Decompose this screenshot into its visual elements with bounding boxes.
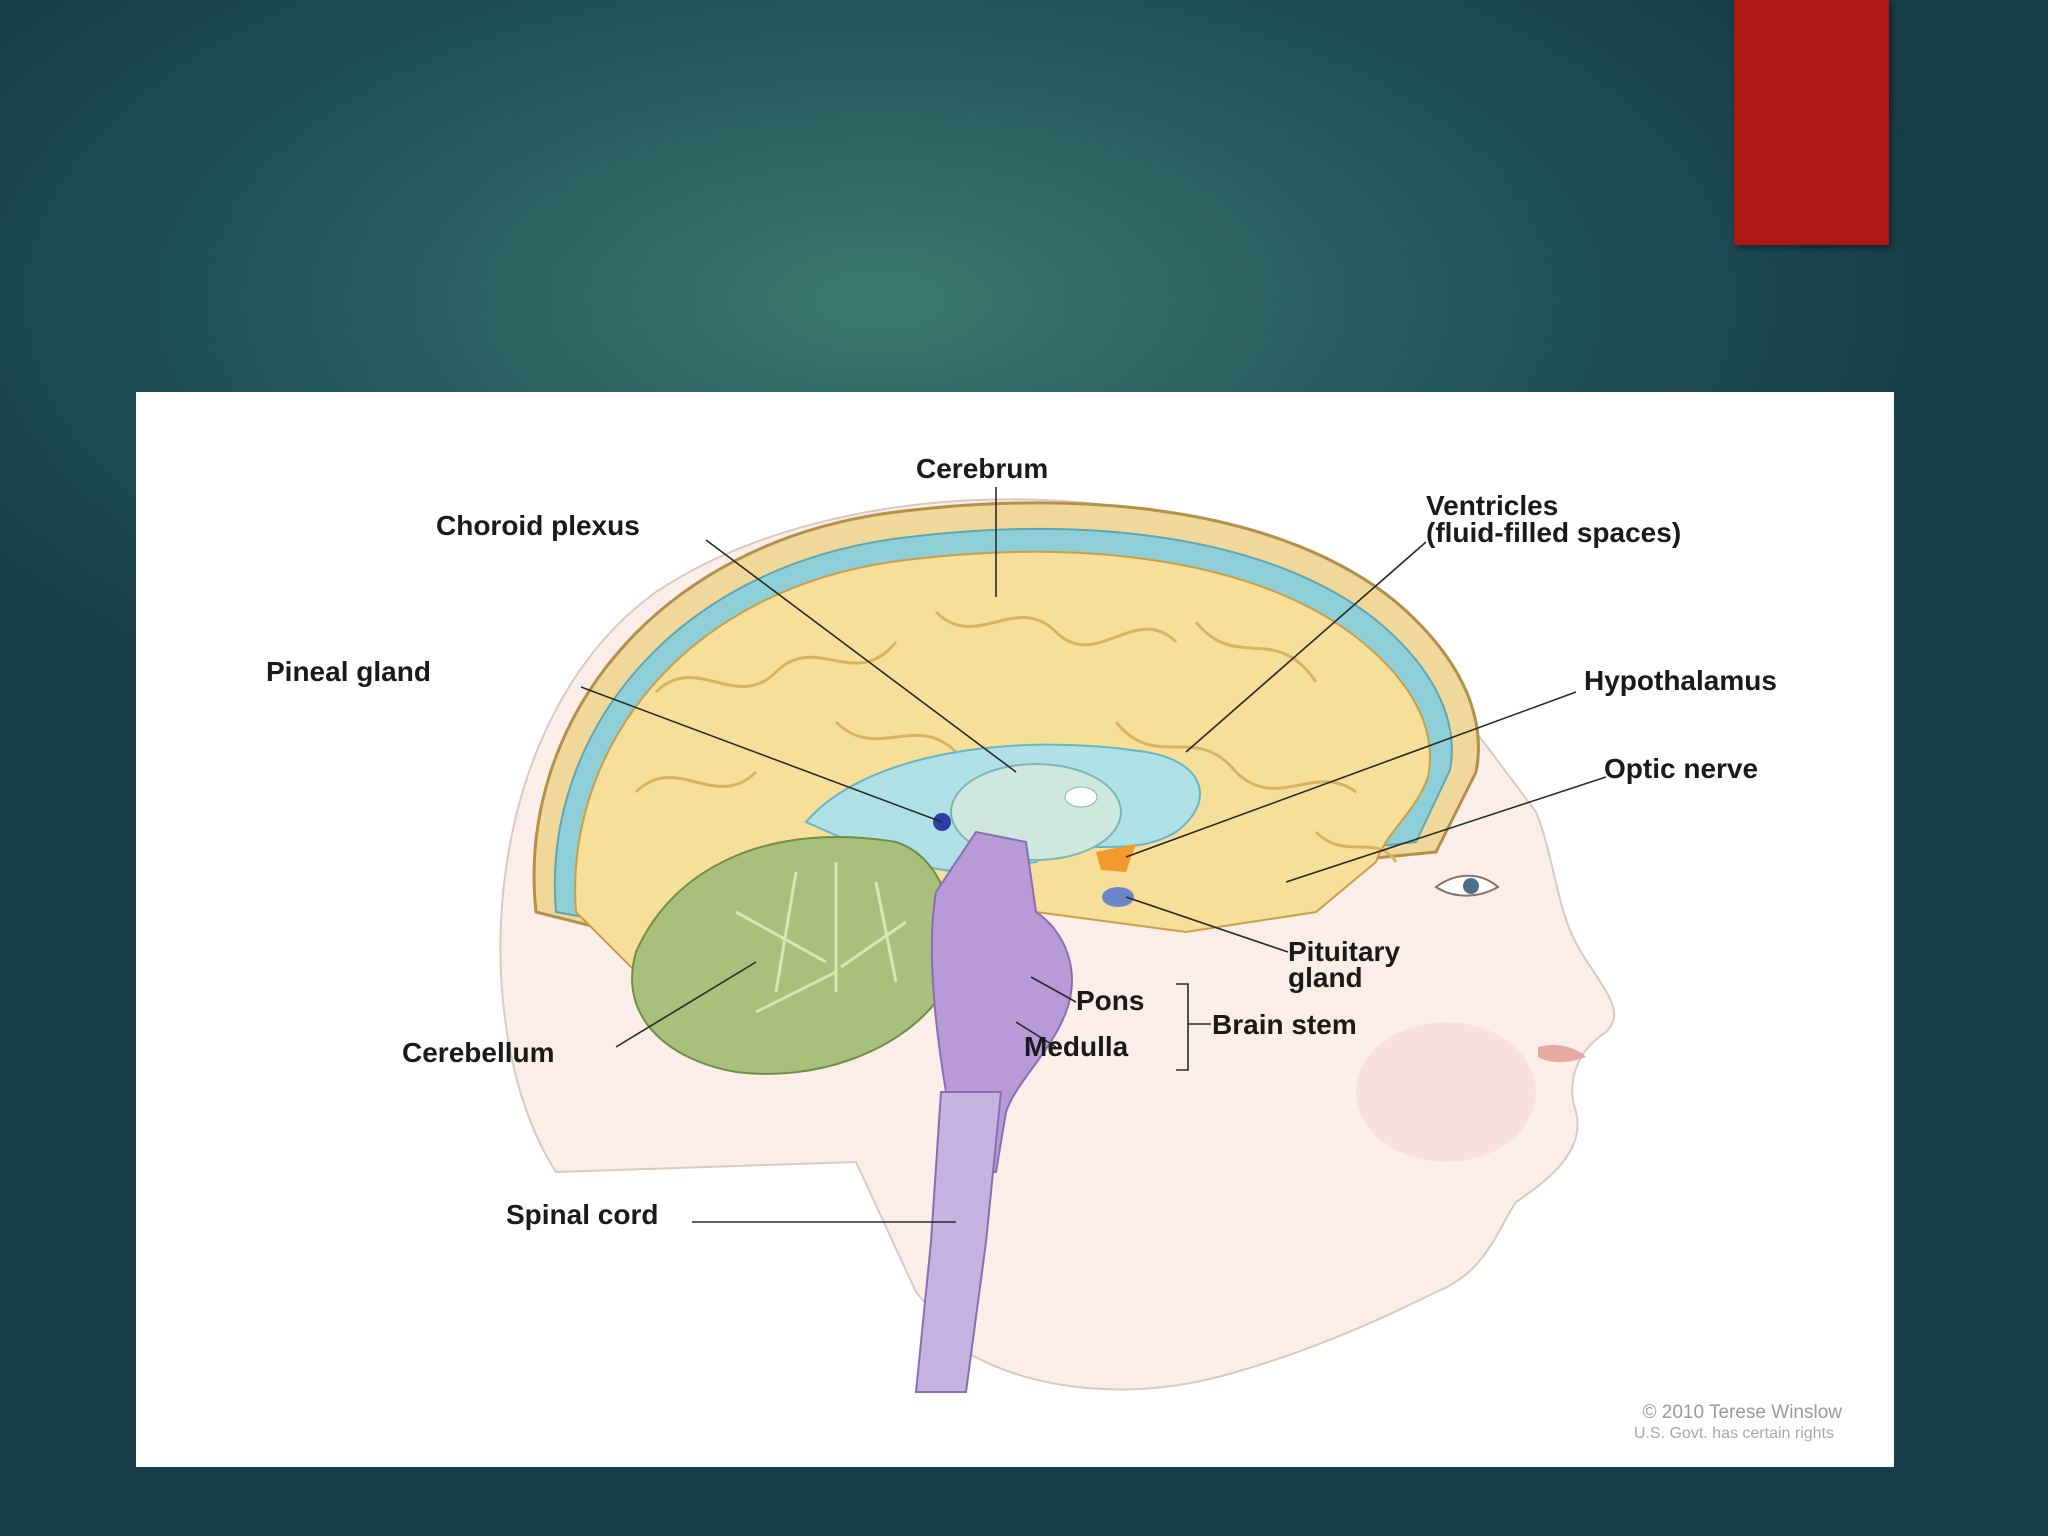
cheek-shade <box>1356 1022 1536 1162</box>
leader-medulla <box>1015 1021 1057 1048</box>
label-choroid-plexus: Choroid plexus <box>436 510 640 541</box>
iris <box>1463 878 1479 894</box>
lips <box>1538 1045 1586 1063</box>
leader-pituitary <box>1125 896 1289 953</box>
leader-optic <box>1285 776 1607 883</box>
leader-choroid <box>705 539 1017 773</box>
leader-ventricles <box>1185 541 1427 753</box>
leader-pineal <box>580 686 943 823</box>
label-pituitary-1: Pituitary <box>1288 936 1400 967</box>
leader-pons <box>1030 976 1077 1003</box>
label-ventricles-2: (fluid-filled spaces) <box>1426 517 1681 548</box>
credit-line-1: © 2010 Terese Winslow <box>1642 1402 1842 1423</box>
label-cerebellum: Cerebellum <box>402 1037 555 1068</box>
label-brain-stem: Brain stem <box>1212 1009 1357 1040</box>
label-pituitary-2: gland <box>1288 962 1363 993</box>
brain-stem-bracket <box>1176 983 1211 1071</box>
label-ventricles-1: Ventricles <box>1426 490 1558 521</box>
brain-diagram: Cerebrum Choroid plexus Ventricles (flui… <box>266 453 1842 1442</box>
label-spinal-cord: Spinal cord <box>506 1199 658 1230</box>
label-hypothalamus: Hypothalamus <box>1584 665 1777 696</box>
thalamus-center <box>1064 786 1098 808</box>
leader-cerebellum <box>615 961 757 1048</box>
pituitary-spot <box>1102 887 1134 907</box>
brain-diagram-panel: Cerebrum Choroid plexus Ventricles (flui… <box>136 392 1894 1467</box>
hypothalamus-spot <box>1096 844 1136 872</box>
leader-hypothalamus <box>1125 691 1577 858</box>
label-cerebrum: Cerebrum <box>916 453 1048 484</box>
label-optic-nerve: Optic nerve <box>1604 753 1758 784</box>
brain-stem-shape <box>930 830 1073 1173</box>
label-pons: Pons <box>1076 985 1144 1016</box>
cerebellum-folds <box>735 862 907 1014</box>
spinal-cord-shape <box>914 1091 1003 1393</box>
label-pineal-gland: Pineal gland <box>266 656 431 687</box>
credit-line-2: U.S. Govt. has certain rights <box>1634 1425 1834 1442</box>
label-medulla: Medulla <box>1024 1031 1129 1062</box>
cerebrum-folds <box>634 610 1398 863</box>
accent-bar <box>1734 0 1889 245</box>
